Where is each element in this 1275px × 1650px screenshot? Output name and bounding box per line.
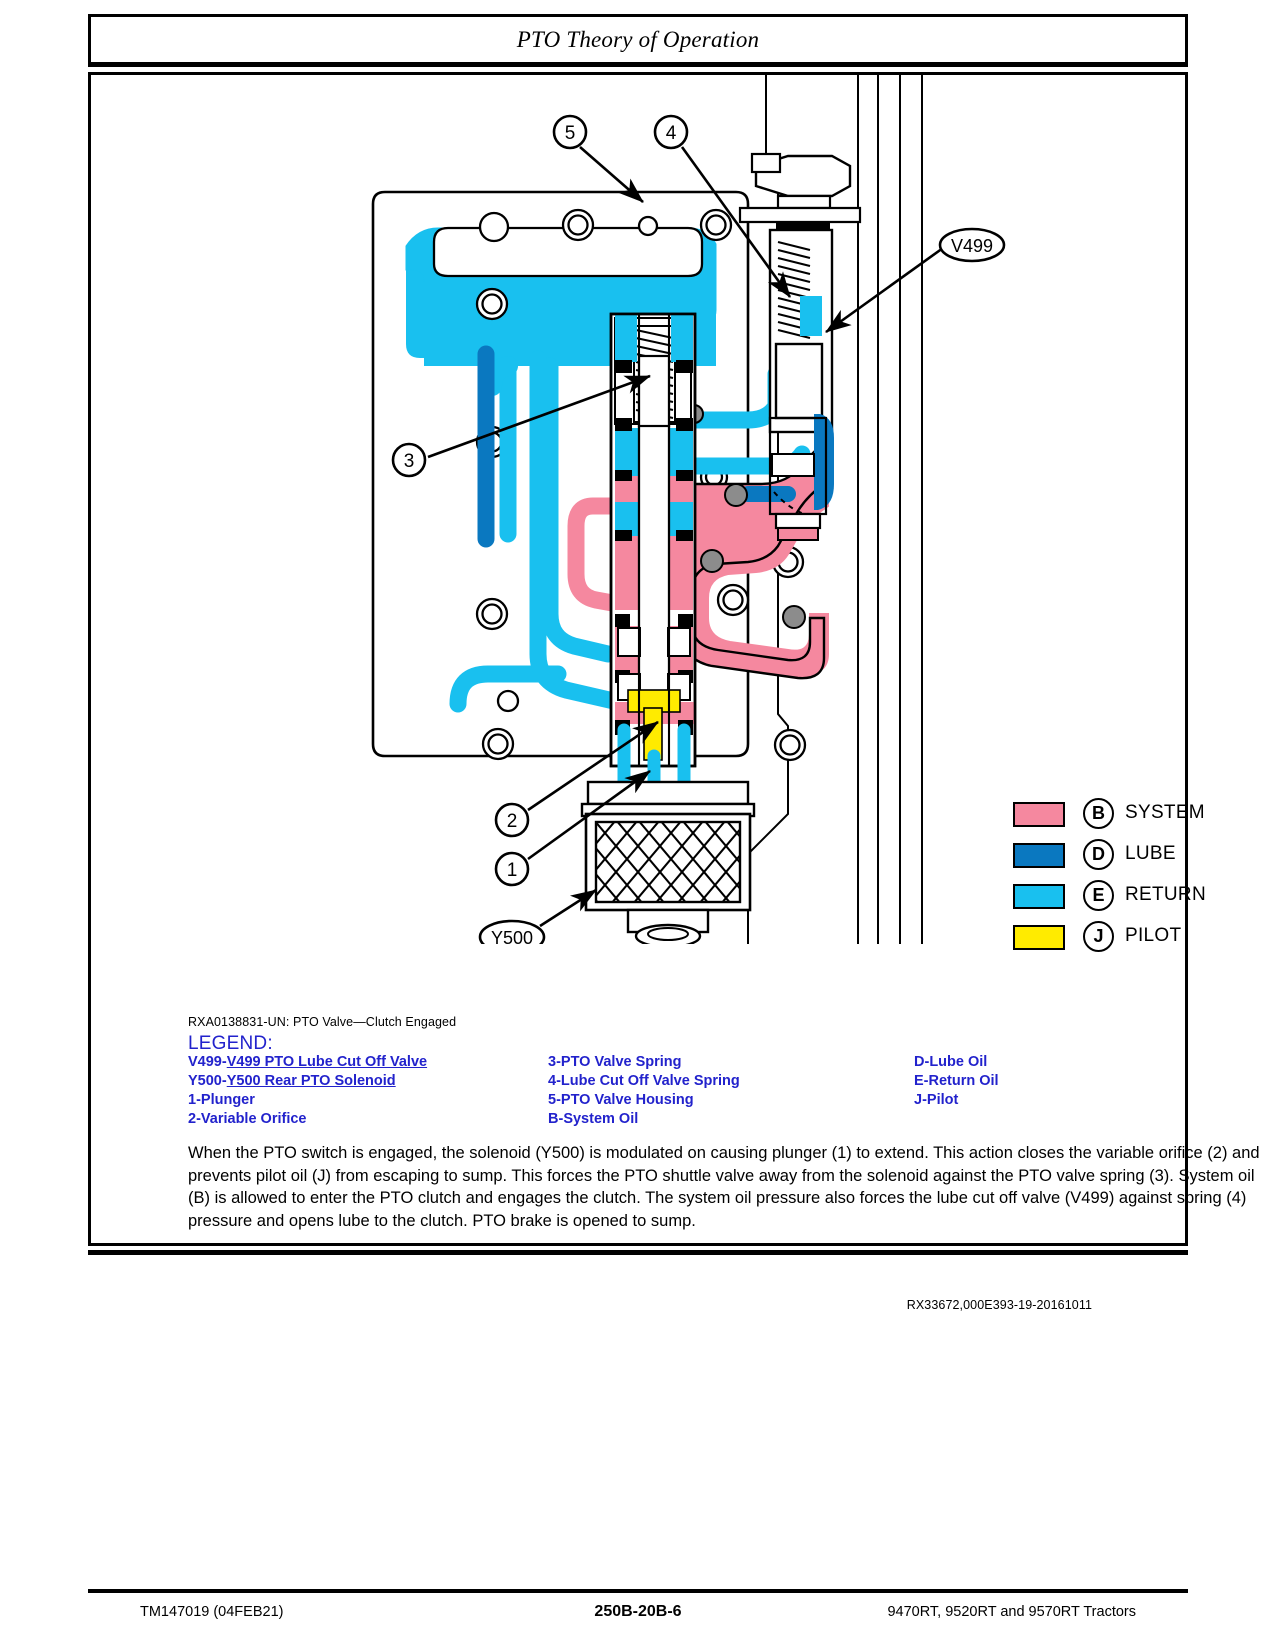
color-key-label-lube: LUBE [1125, 843, 1176, 864]
legend-title: LEGEND: [188, 1033, 273, 1054]
legend-key: 2- [188, 1111, 201, 1127]
legend-item: 5-PTO Valve Housing [548, 1091, 740, 1110]
callout-1-label: 1 [507, 860, 518, 881]
header-box [88, 14, 1188, 62]
document-reference: RX33672,000E393-19-20161011 [906, 1298, 1092, 1312]
body-paragraph: When the PTO switch is engaged, the sole… [188, 1144, 1260, 1230]
color-key-label-pilot: PILOT [1125, 925, 1182, 946]
legend-column-2: 3-PTO Valve Spring 4-Lube Cut Off Valve … [548, 1053, 740, 1129]
plug-ball-upper [724, 483, 748, 507]
legend-item: 1-Plunger [188, 1091, 427, 1110]
color-key-label-system: SYSTEM [1125, 802, 1205, 823]
code-circle-E: E [1083, 880, 1114, 911]
color-key-row-return: E RETURN [1013, 879, 1206, 920]
pto-valve-svg: 5 4 3 2 1 V499 Y500 [371, 74, 1006, 955]
color-key-legend: B SYSTEM D LUBE E RETURN J PILOT [1013, 797, 1206, 961]
legend-text: System Oil [563, 1111, 639, 1127]
return-oil-left-passages [449, 357, 617, 713]
legend-key: 3- [548, 1054, 561, 1070]
swatch-return [1013, 884, 1065, 909]
legend-item: J-Pilot [914, 1091, 999, 1110]
legend-text: Pilot [926, 1092, 959, 1108]
pto-valve-diagram: 5 4 3 2 1 V499 Y500 [88, 14, 1182, 955]
legend-key: D- [914, 1054, 930, 1070]
legend-text: Lube Cut Off Valve Spring [560, 1073, 740, 1089]
content-bottom-rule [88, 1250, 1188, 1255]
pto-shuttle-valve-assembly [609, 312, 697, 768]
legend-item: B-System Oil [548, 1110, 740, 1129]
legend-column-3: D-Lube Oil E-Return Oil J-Pilot [914, 1053, 999, 1110]
page-frame: PTO Theory of Operation [88, 14, 1260, 1312]
legend-key: 5- [548, 1092, 561, 1108]
footer-manual-id: TM147019 (04FEB21) [140, 1604, 284, 1620]
code-circle-J: J [1083, 921, 1114, 952]
callout-2-label: 2 [507, 811, 518, 832]
page-footer: TM147019 (04FEB21) 250B-20B-6 9470RT, 95… [88, 1600, 1188, 1630]
legend-item: V499-V499 PTO Lube Cut Off Valve [188, 1053, 427, 1072]
legend-text: Return Oil [928, 1073, 999, 1089]
callout-v499-label: V499 [951, 236, 993, 256]
color-key-row-system: B SYSTEM [1013, 797, 1205, 838]
legend-text: Lube Oil [929, 1054, 988, 1070]
legend-text: Plunger [200, 1092, 255, 1108]
lube-cut-off-valve-V499 [738, 152, 862, 541]
plug-ball-lower [700, 549, 724, 573]
callout-5-label: 5 [565, 123, 576, 144]
legend-text: Y500 Rear PTO Solenoid [226, 1073, 396, 1089]
callout-y500-label: Y500 [491, 928, 533, 944]
legend-item: D-Lube Oil [914, 1053, 999, 1072]
header-rule [88, 62, 1188, 67]
legend-key: 4- [548, 1073, 561, 1089]
legend-key: Y500- [188, 1073, 227, 1089]
footer-model-list: 9470RT, 9520RT and 9570RT Tractors [887, 1604, 1136, 1620]
legend-item: 4-Lube Cut Off Valve Spring [548, 1072, 740, 1091]
footer-page-number: 250B-20B-6 [594, 1603, 682, 1620]
legend-key: B- [548, 1111, 564, 1127]
legend-key: E- [914, 1073, 929, 1089]
callout-4-label: 4 [666, 123, 677, 144]
legend-text: PTO Valve Housing [560, 1092, 694, 1108]
legend-key: 1- [188, 1092, 201, 1108]
lube-cut-off-valve-spring [777, 240, 811, 340]
legend-key: J- [914, 1092, 927, 1108]
code-circle-D: D [1083, 839, 1114, 870]
code-circle-B: B [1083, 798, 1114, 829]
callout-leaders [427, 146, 944, 928]
figure-caption: RXA0138831-UN: PTO Valve—Clutch Engaged [188, 1015, 457, 1029]
legend-text: V499 PTO Lube Cut Off Valve [226, 1054, 428, 1070]
page-title: PTO Theory of Operation [516, 27, 760, 52]
pto-solenoid-Y500 [580, 780, 756, 949]
content-box [88, 72, 1188, 1246]
swatch-lube [1013, 843, 1065, 868]
legend-item: E-Return Oil [914, 1072, 999, 1091]
legend-item: 3-PTO Valve Spring [548, 1053, 740, 1072]
footer-rule [88, 1589, 1188, 1593]
color-key-row-pilot: J PILOT [1013, 920, 1203, 961]
legend-item: 2-Variable Orifice [188, 1110, 427, 1129]
swatch-pilot [1013, 925, 1065, 950]
legend-column-1: V499-V499 PTO Lube Cut Off Valve Y500-Y5… [188, 1053, 427, 1129]
callout-3-label: 3 [404, 451, 415, 472]
system-oil-left-loop [567, 497, 627, 613]
color-key-row-lube: D LUBE [1013, 838, 1203, 879]
return-oil-outer-loop [529, 350, 627, 711]
legend-item: Y500-Y500 Rear PTO Solenoid [188, 1072, 427, 1091]
swatch-system [1013, 802, 1065, 827]
legend-key: V499- [188, 1054, 227, 1070]
legend-text: PTO Valve Spring [560, 1054, 682, 1070]
color-key-label-return: RETURN [1125, 884, 1206, 905]
legend-text: Variable Orifice [200, 1111, 307, 1127]
